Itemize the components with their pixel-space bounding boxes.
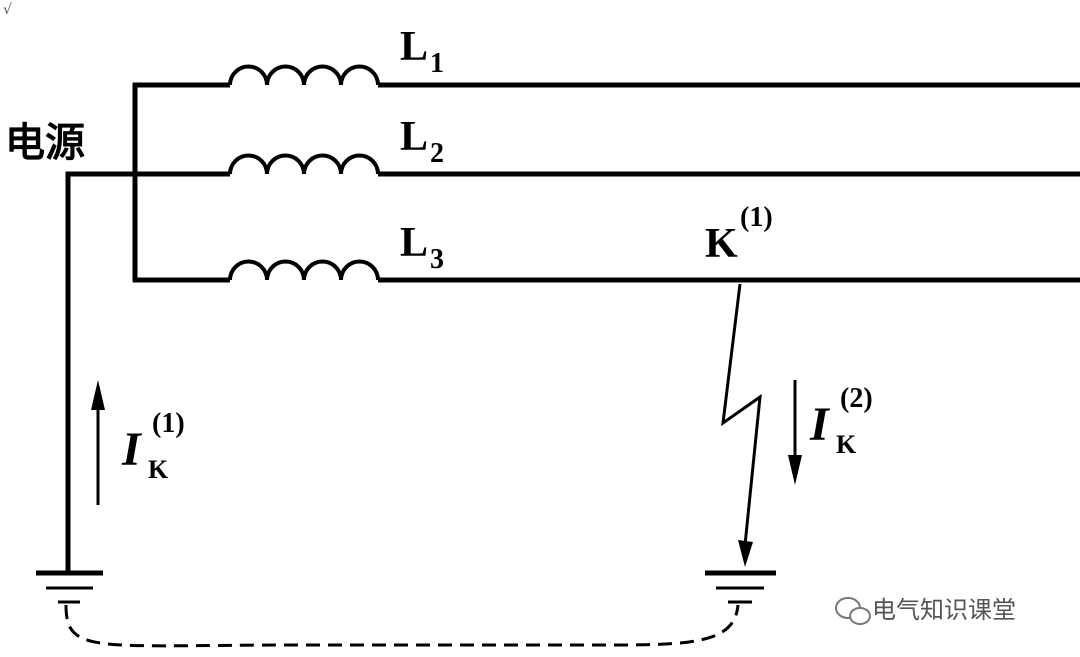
svg-text:I: I bbox=[121, 423, 143, 476]
label-l2: L 2 bbox=[400, 114, 444, 169]
svg-text:L: L bbox=[400, 220, 428, 266]
current-fault-label: I K (2) bbox=[809, 383, 873, 459]
svg-text:K: K bbox=[705, 221, 738, 267]
line-l1 bbox=[133, 64, 1080, 88]
ground-symbol-right bbox=[705, 570, 776, 604]
svg-text:K: K bbox=[836, 430, 857, 459]
arrow-up-icon bbox=[91, 380, 105, 505]
watermark: 电气知识课堂 bbox=[835, 596, 1016, 625]
svg-text:I: I bbox=[809, 398, 831, 451]
svg-text:电气知识课堂: 电气知识课堂 bbox=[872, 596, 1016, 624]
corner-mark: √ bbox=[3, 2, 12, 18]
fault-lightning bbox=[721, 283, 762, 567]
ground-symbol-left bbox=[36, 570, 103, 604]
label-l1: L 1 bbox=[400, 24, 444, 79]
earth-return-path bbox=[64, 604, 740, 648]
neutral-wire bbox=[65, 171, 135, 572]
line-l3 bbox=[133, 259, 1080, 283]
svg-text:L: L bbox=[400, 114, 428, 160]
source-label: 电源 bbox=[5, 120, 85, 166]
svg-text:K: K bbox=[148, 455, 169, 484]
svg-text:3: 3 bbox=[430, 244, 444, 275]
svg-text:1: 1 bbox=[430, 48, 444, 79]
svg-text:(1): (1) bbox=[740, 202, 773, 233]
label-l3: L 3 bbox=[400, 220, 444, 275]
svg-text:(2): (2) bbox=[840, 383, 873, 414]
wechat-icon bbox=[835, 597, 871, 625]
current-return-label: I K (1) bbox=[121, 408, 185, 484]
svg-text:(1): (1) bbox=[152, 408, 185, 439]
svg-text:L: L bbox=[400, 24, 428, 70]
svg-text:2: 2 bbox=[430, 138, 444, 169]
line-l2 bbox=[133, 153, 1080, 177]
arrow-down-icon bbox=[788, 380, 802, 485]
fault-point-label: K (1) bbox=[705, 202, 773, 267]
